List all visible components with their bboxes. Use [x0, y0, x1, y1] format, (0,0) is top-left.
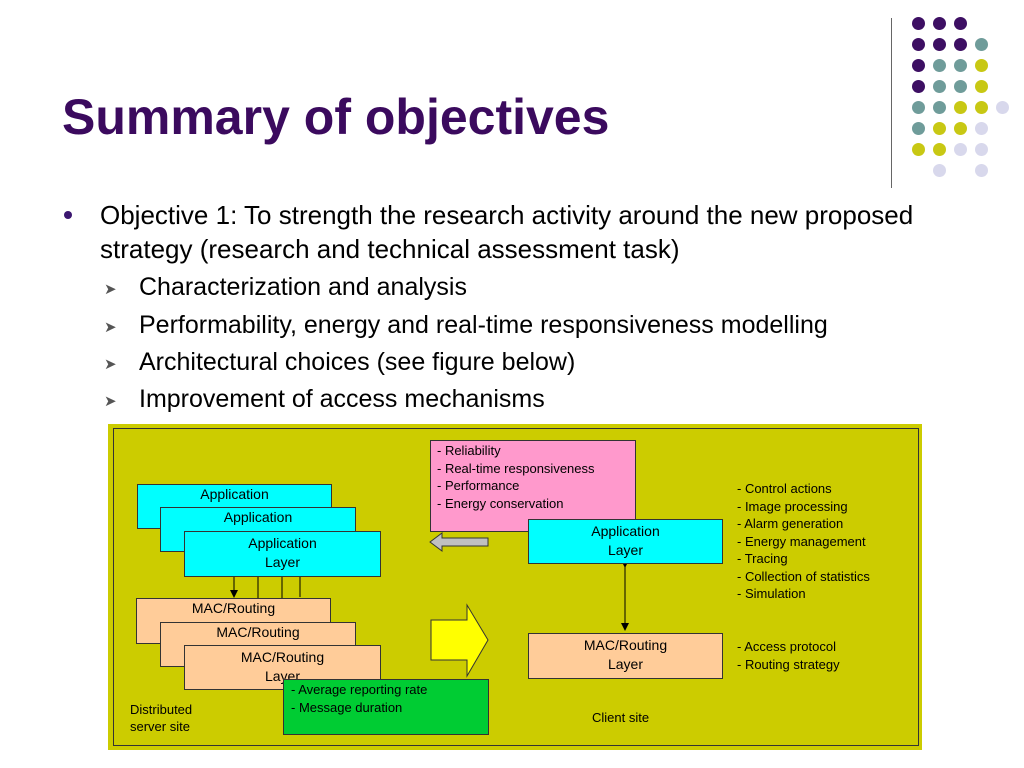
box-label: MAC/Routing	[216, 624, 300, 640]
list-item: - Image processing	[737, 498, 848, 514]
decorative-dot	[954, 122, 967, 135]
decorative-dot	[912, 38, 925, 51]
list-item: - Simulation	[737, 586, 806, 601]
decorative-dot	[933, 59, 946, 72]
box-label: MAC/Routing	[191, 600, 276, 616]
bullet-dot-icon	[64, 211, 72, 219]
quality-item: - Reliability	[437, 443, 501, 458]
box-label: MAC/Routing	[240, 649, 325, 665]
box-label: Layer	[607, 542, 644, 558]
decorative-dot	[933, 80, 946, 93]
client-mac-layer-box: MAC/Routing Layer	[528, 633, 723, 679]
decorative-dot	[975, 122, 988, 135]
objective-text: Objective 1: To strength the research ac…	[100, 200, 914, 264]
decorative-dot	[975, 38, 988, 51]
arrow-bullet-icon: ➤	[104, 393, 117, 410]
decorative-dot	[933, 143, 946, 156]
metrics-box: - Average reporting rate - Message durat…	[283, 679, 489, 735]
decorative-dot	[996, 101, 1009, 114]
mac-functions-list: - Access protocol - Routing strategy	[737, 638, 840, 673]
arrow-bullet-icon: ➤	[104, 319, 117, 336]
decorative-dot	[912, 80, 925, 93]
list-item: - Control actions	[737, 481, 832, 496]
decorative-dot	[912, 59, 925, 72]
list-item: - Alarm generation	[737, 516, 844, 531]
box-label: Layer	[264, 554, 301, 570]
list-item: - Collection of statistics	[737, 568, 870, 584]
decorative-dot	[954, 38, 967, 51]
decorative-dot	[933, 164, 946, 177]
quality-item: - Real-time responsiveness	[437, 460, 595, 476]
slide-title: Summary of objectives	[62, 89, 610, 145]
decorative-dot	[912, 143, 925, 156]
decorative-dot	[933, 38, 946, 51]
client-application-layer-box: Application Layer	[528, 519, 723, 564]
box-label: Application	[591, 523, 660, 539]
server-site-label: Distributed server site	[130, 701, 192, 735]
client-site-label: Client site	[592, 710, 650, 725]
decorative-dot	[912, 122, 925, 135]
sub-item-characterization: Characterization and analysis	[139, 273, 467, 301]
decorative-dot	[975, 80, 988, 93]
decorative-dot	[954, 80, 967, 93]
label-line: Distributed	[130, 702, 193, 717]
decorative-dot	[954, 17, 967, 30]
quality-item: - Energy conservation	[437, 495, 564, 511]
decorative-dot	[954, 59, 967, 72]
decorative-dot	[933, 122, 946, 135]
left-arrow-icon	[429, 532, 489, 552]
sub-item-access-mechanisms: Improvement of access mechanisms	[139, 385, 545, 413]
box-label: Application	[200, 486, 269, 502]
box-label: Layer	[607, 656, 644, 672]
title-divider-line	[891, 18, 892, 188]
list-item: - Tracing	[737, 551, 788, 566]
box-label: MAC/Routing	[583, 637, 668, 653]
application-functions-list: - Control actions - Image processing - A…	[737, 480, 870, 603]
sub-item-modelling: Performability, energy and real-time res…	[139, 311, 828, 339]
decorative-dot	[975, 143, 988, 156]
decorative-dot	[933, 101, 946, 114]
arrow-bullet-icon: ➤	[104, 281, 117, 298]
decorative-dot	[975, 101, 988, 114]
metric-item: - Message duration	[291, 699, 403, 715]
decorative-dot	[912, 101, 925, 114]
decorative-dot	[954, 143, 967, 156]
decorative-dot	[954, 101, 967, 114]
list-item: - Routing strategy	[737, 656, 840, 672]
arrow-bullet-icon: ➤	[104, 356, 117, 373]
diagram-border	[113, 428, 919, 746]
sub-item-architectural-choices: Architectural choices (see figure below)	[139, 348, 576, 376]
server-application-layer-box: Application Layer	[184, 531, 381, 577]
metric-item: - Average reporting rate	[291, 682, 428, 697]
quality-item: - Performance	[437, 478, 520, 493]
decorative-dot	[975, 59, 988, 72]
box-label: Application	[223, 509, 293, 525]
right-block-arrow-icon	[430, 603, 489, 678]
decorative-dot	[933, 17, 946, 30]
decorative-dot	[912, 17, 925, 30]
list-item: - Energy management	[737, 533, 866, 549]
decorative-dot	[975, 164, 988, 177]
list-item: - Access protocol	[737, 639, 836, 654]
box-label: Application	[248, 535, 317, 551]
label-line: server site	[130, 719, 190, 734]
